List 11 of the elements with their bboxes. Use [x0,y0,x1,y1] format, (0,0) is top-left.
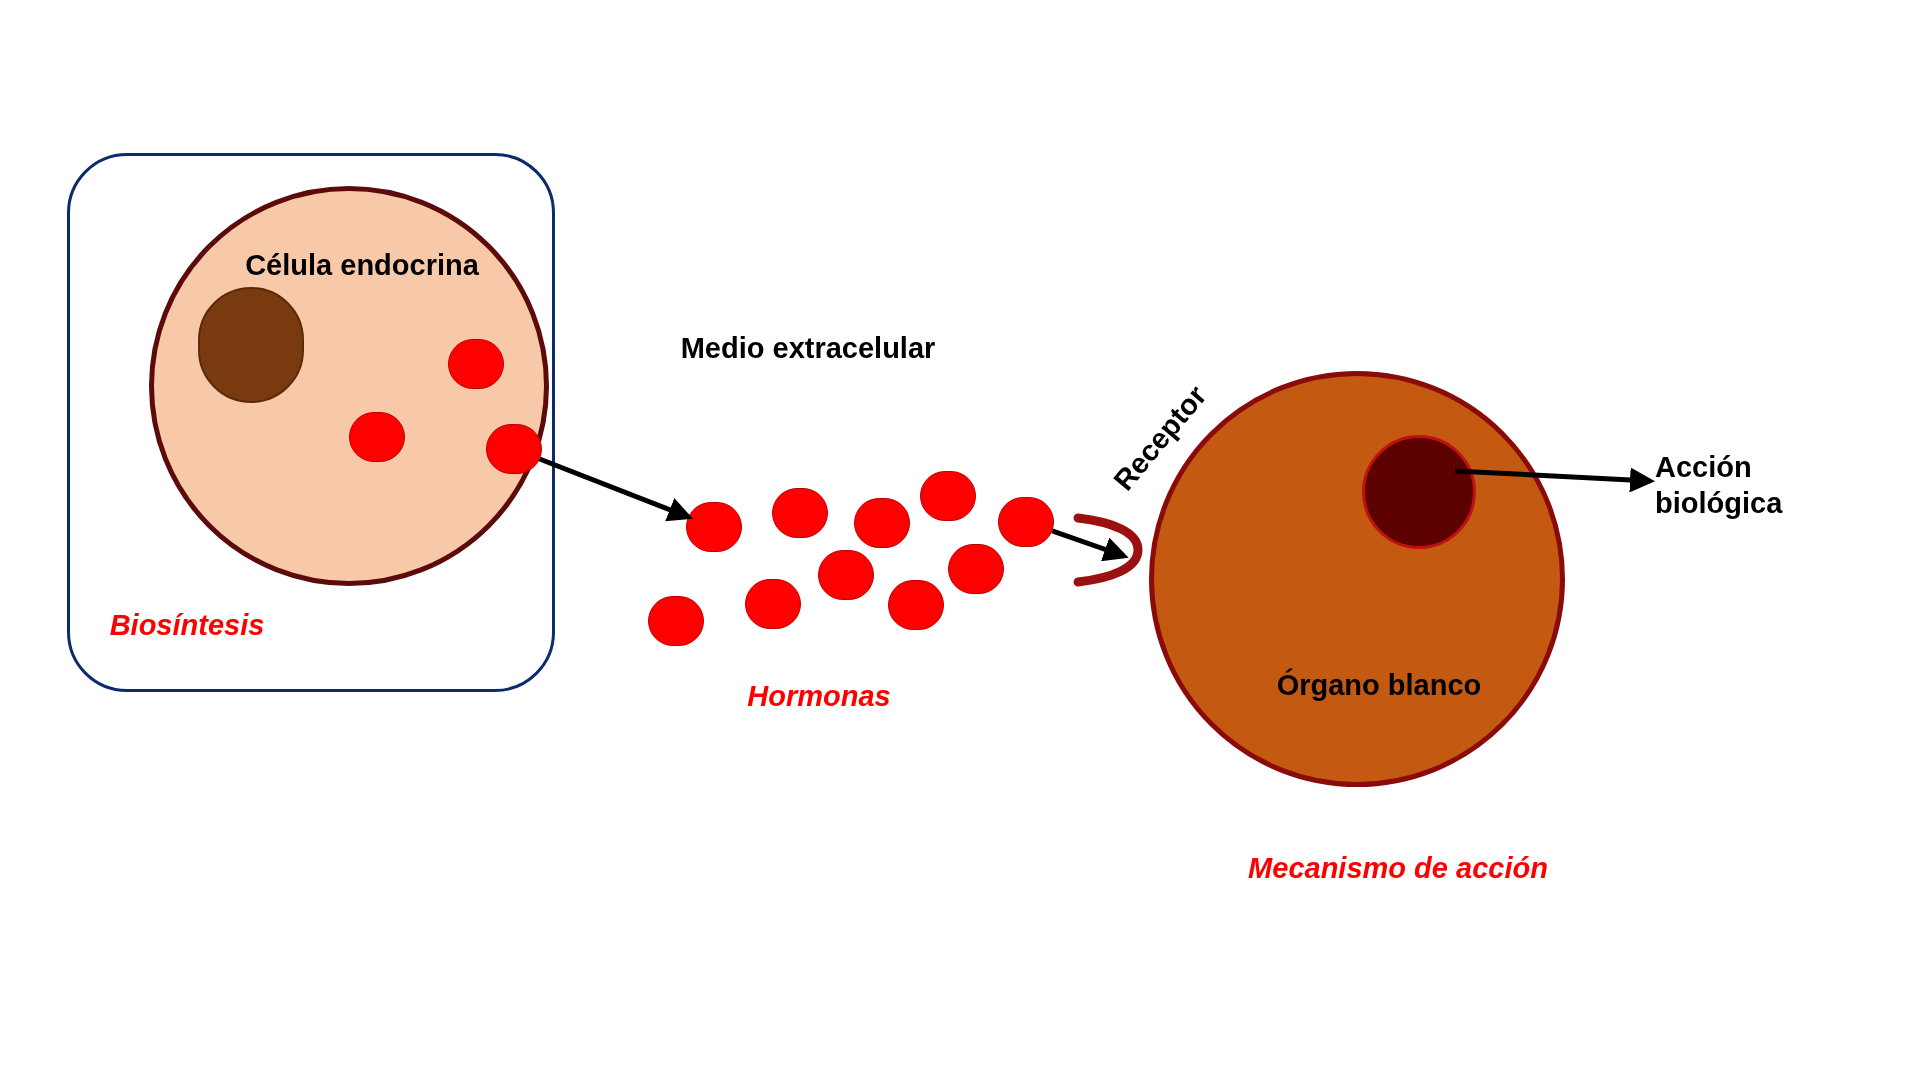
arrow [1454,467,1655,493]
node-label: Acción biológica [1655,449,1784,521]
node-label: Célula endocrina [245,247,479,283]
process-box [67,153,555,692]
text-label: Medio extracelular [680,331,936,367]
arrow [538,456,693,522]
node-label: Órgano blanco [1276,667,1482,703]
arrow [1051,528,1129,562]
text-label: Mecanismo de acción [1248,851,1548,887]
process-title: Biosíntesis [109,607,265,643]
text-label: Hormonas [747,679,891,715]
